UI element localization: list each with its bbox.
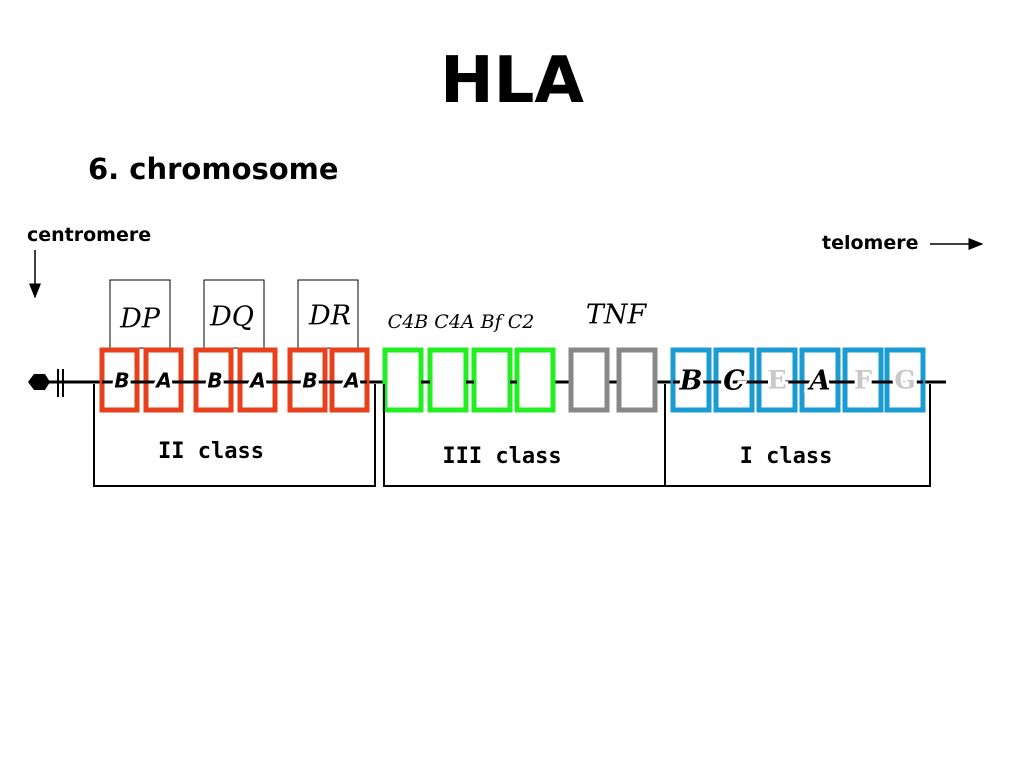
class2-gene-label: B — [207, 369, 222, 393]
class1-gene-label: B — [679, 366, 703, 397]
complement-gene-box — [514, 347, 556, 413]
class1-gene-label: E — [767, 366, 786, 395]
tnf-gene-group — [568, 347, 658, 413]
class2-bracket — [93, 384, 376, 487]
dr-locus-label: DR — [308, 301, 351, 332]
class3-bracket — [383, 384, 666, 487]
tnf-locus-label: TNF — [586, 300, 648, 331]
class2-gene-group: B A B A B A — [99, 347, 370, 413]
dr-locus-box — [297, 279, 359, 349]
chromosome-end-cap — [28, 374, 50, 390]
class1-gene-label: G — [894, 366, 915, 395]
class1-label: I class — [740, 444, 833, 469]
complement-gene-box — [471, 347, 513, 413]
class1-gene-label: F — [854, 366, 872, 395]
class2-label: II class — [158, 439, 264, 464]
class2-gene-label: B — [302, 369, 317, 393]
class2-gene-box — [143, 347, 184, 413]
dp-locus-label: DP — [119, 304, 161, 335]
class2-gene-box — [287, 347, 328, 413]
class2-gene-box — [193, 347, 234, 413]
class1-gene-box — [884, 347, 926, 413]
class2-gene-label: B — [114, 369, 129, 393]
class3-label: III class — [442, 444, 561, 469]
dq-locus-box — [203, 279, 265, 349]
class1-gene-box — [756, 347, 798, 413]
complement-gene-box — [427, 347, 469, 413]
dq-locus-label: DQ — [209, 302, 254, 333]
dp-locus-box — [109, 279, 171, 349]
class1-bracket — [665, 384, 931, 487]
class2-gene-label: A — [154, 369, 171, 393]
class1-gene-box — [842, 347, 884, 413]
class2-gene-box — [237, 347, 278, 413]
complement-gene-box — [382, 347, 424, 413]
class1-gene-box — [799, 347, 841, 413]
class2-gene-label: A — [248, 369, 265, 393]
class3-gene-group — [382, 347, 556, 413]
class1-gene-box — [713, 347, 755, 413]
tnf-gene-box — [568, 347, 610, 413]
class2-gene-box — [329, 347, 370, 413]
class1-gene-label: A — [807, 366, 831, 397]
class1-gene-box — [670, 347, 712, 413]
centromere-label: centromere — [27, 224, 152, 246]
class2-gene-label: A — [342, 369, 359, 393]
class1-gene-label: C — [723, 366, 745, 397]
tnf-gene-box — [616, 347, 658, 413]
complement-genes-label: C4B C4A Bf C2 — [388, 311, 535, 333]
class2-gene-box — [99, 347, 140, 413]
chromosome-subtitle: 6. chromosome — [88, 152, 339, 186]
class1-gene-group: B C E A F G — [670, 347, 926, 413]
page-title: HLA — [440, 44, 584, 118]
telomere-label: telomere — [822, 232, 919, 254]
